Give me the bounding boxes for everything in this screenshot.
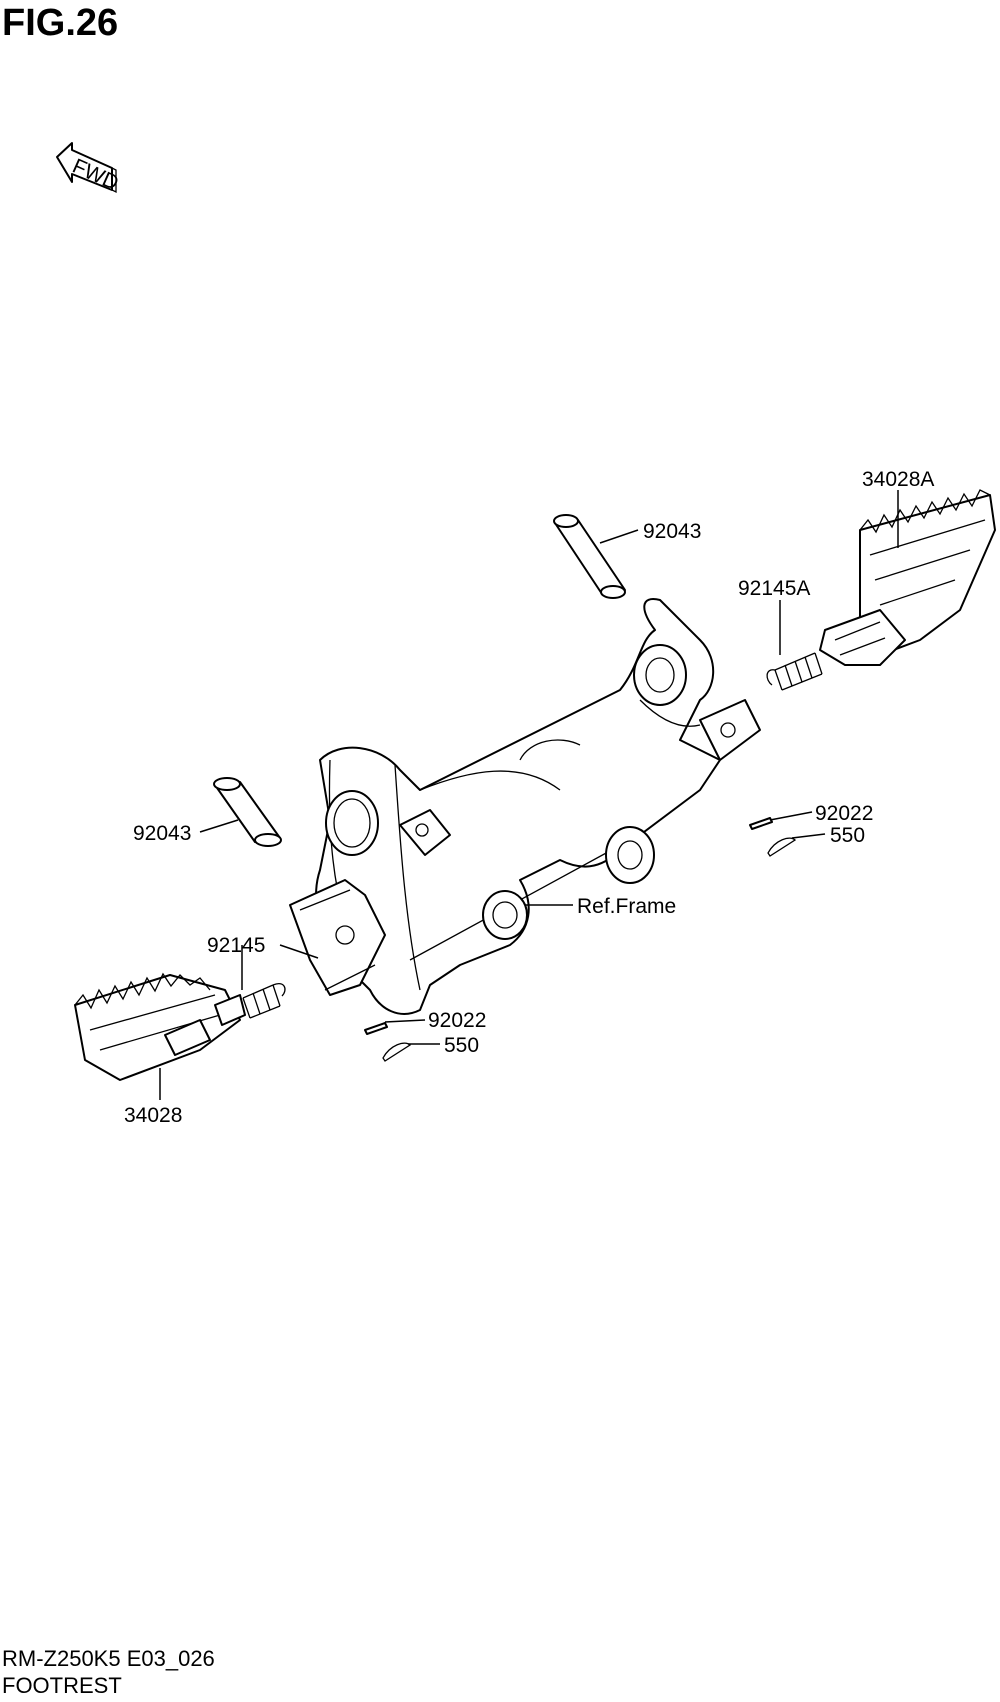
label-footrest-left: 34028 bbox=[124, 1104, 182, 1127]
label-pin-left: 92043 bbox=[133, 822, 191, 845]
pin-left bbox=[213, 777, 282, 847]
diagram-name: FOOTREST bbox=[2, 1673, 122, 1698]
cotter-pin-left bbox=[382, 1042, 412, 1062]
footrest-right bbox=[819, 489, 996, 666]
label-cotter-left: 550 bbox=[444, 1034, 479, 1057]
leader-cotter-right bbox=[791, 833, 826, 839]
figure-title: FIG.26 bbox=[2, 2, 119, 44]
label-pin-right: 92043 bbox=[643, 520, 701, 543]
washer-left bbox=[364, 1022, 388, 1035]
footrest-left bbox=[74, 972, 246, 1081]
washer-right bbox=[749, 817, 773, 830]
diagram-code: RM-Z250K5 E03_026 bbox=[2, 1646, 215, 1671]
frame-reference bbox=[315, 598, 761, 1015]
label-spring-right: 92145A bbox=[738, 577, 810, 600]
label-cotter-right: 550 bbox=[830, 824, 865, 847]
label-washer-left: 92022 bbox=[428, 1009, 486, 1032]
leader-washer-left bbox=[384, 1019, 426, 1023]
fwd-arrow-icon: FWD bbox=[56, 142, 122, 195]
label-washer-right: 92022 bbox=[815, 802, 873, 825]
leader-spring-left-2 bbox=[279, 944, 319, 959]
spring-right bbox=[766, 652, 823, 691]
label-spring-left: 92145 bbox=[207, 934, 265, 957]
leader-washer-right bbox=[769, 811, 813, 821]
leader-pin-right bbox=[599, 529, 639, 544]
pin-right bbox=[553, 514, 626, 599]
label-footrest-right: 34028A bbox=[862, 468, 934, 491]
leader-pin-left bbox=[199, 819, 239, 833]
spring-left bbox=[242, 983, 286, 1019]
left-bracket bbox=[289, 879, 386, 996]
cotter-pin-right bbox=[767, 837, 797, 857]
label-frame-ref: Ref.Frame bbox=[577, 895, 676, 918]
